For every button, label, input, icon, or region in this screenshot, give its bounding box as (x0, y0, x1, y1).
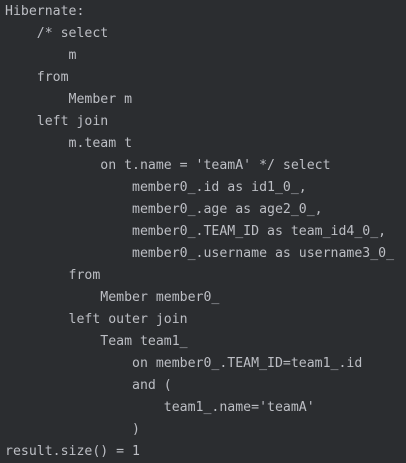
console-line: m.team t (5, 136, 140, 151)
console-line: member0_.username as username3_0_ (5, 246, 402, 261)
console-line: member0_.age as age2_0_, (5, 202, 323, 217)
console-line: left outer join (5, 312, 188, 327)
console-line: team1_.name='teamA' (5, 400, 315, 415)
console-line: from (5, 268, 101, 283)
console-line: from (5, 70, 69, 85)
console-line: member0_.TEAM_ID as team_id4_0_, (5, 224, 387, 239)
console-line: m (5, 48, 85, 63)
console-line: /* select (5, 26, 109, 41)
console-line: left join (5, 114, 109, 129)
console-line: on member0_.TEAM_ID=team1_.id (5, 356, 371, 371)
console-line-result: result.size() = 1 (5, 444, 140, 459)
console-line: Member m (5, 92, 140, 107)
console-line: Member member0_ (5, 290, 228, 305)
console-line: on t.name = 'teamA' */ select (5, 158, 331, 173)
console-line: and ( (5, 378, 172, 393)
console-line: Hibernate: (5, 4, 93, 19)
console-line: ) (5, 422, 140, 437)
console-line: Team team1_ (5, 334, 196, 349)
console-line: member0_.id as id1_0_, (5, 180, 307, 195)
